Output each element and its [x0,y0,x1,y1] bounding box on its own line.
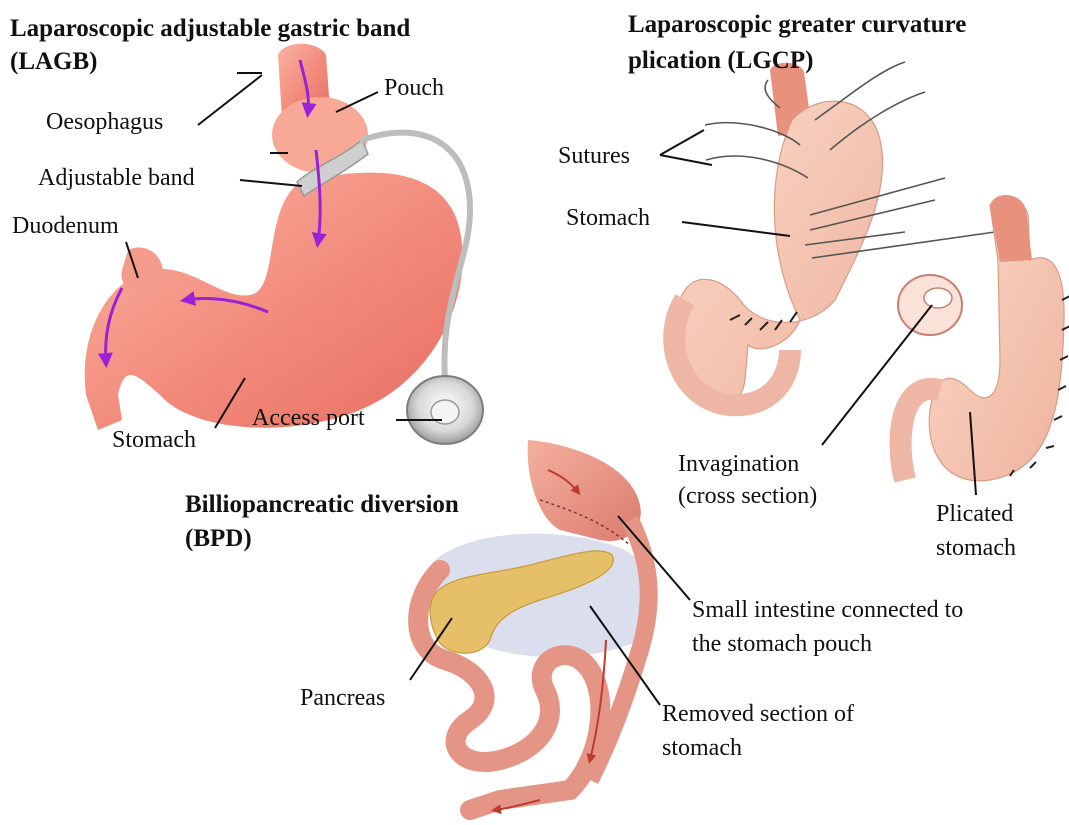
lgcp-invagination-cross-section [898,275,962,335]
lgcp-illustration [674,62,1069,481]
leader-sutures-a [660,130,704,155]
label-lagb-stomach: Stomach [112,426,196,454]
bpd-title-line2: (BPD) [185,522,252,555]
bpd-title-line1: Billiopancreatic diversion [185,488,459,521]
lagb-duodenum [122,248,164,294]
label-removed-line1: Removed section of [662,700,854,728]
lagb-title-line1: Laparoscopic adjustable gastric band [10,12,410,45]
label-access-port: Access port [252,404,365,432]
lgcp-title-line2: plication (LGCP) [628,44,813,77]
lagb-title-line2: (LAGB) [10,45,98,78]
leader-lgcp-stomach [682,222,790,236]
label-adjustable-band: Adjustable band [38,164,195,192]
label-removed-line2: stomach [662,734,742,762]
label-invagination-line1: Invagination [678,450,799,478]
leader-sutures-b [660,155,712,165]
leader-oesophagus [198,75,262,125]
label-pancreas: Pancreas [300,684,385,712]
label-pouch: Pouch [384,74,444,102]
label-plicated-line1: Plicated [936,500,1013,528]
label-lgcp-stomach: Stomach [566,204,650,232]
lagb-stomach-illustration [70,44,500,444]
label-small-intestine-line2: the stomach pouch [692,630,872,658]
label-duodenum: Duodenum [12,212,119,240]
leader-invagination [822,305,932,445]
leader-adjustable-band [240,180,302,186]
label-oesophagus: Oesophagus [46,108,163,136]
label-sutures: Sutures [558,142,630,170]
label-invagination-line2: (cross section) [678,482,817,510]
lagb-stomach-body [85,173,463,430]
label-plicated-line2: stomach [936,534,1016,562]
label-small-intestine-line1: Small intestine connected to [692,596,963,624]
lgcp-title-line1: Laparoscopic greater curvature [628,8,966,41]
